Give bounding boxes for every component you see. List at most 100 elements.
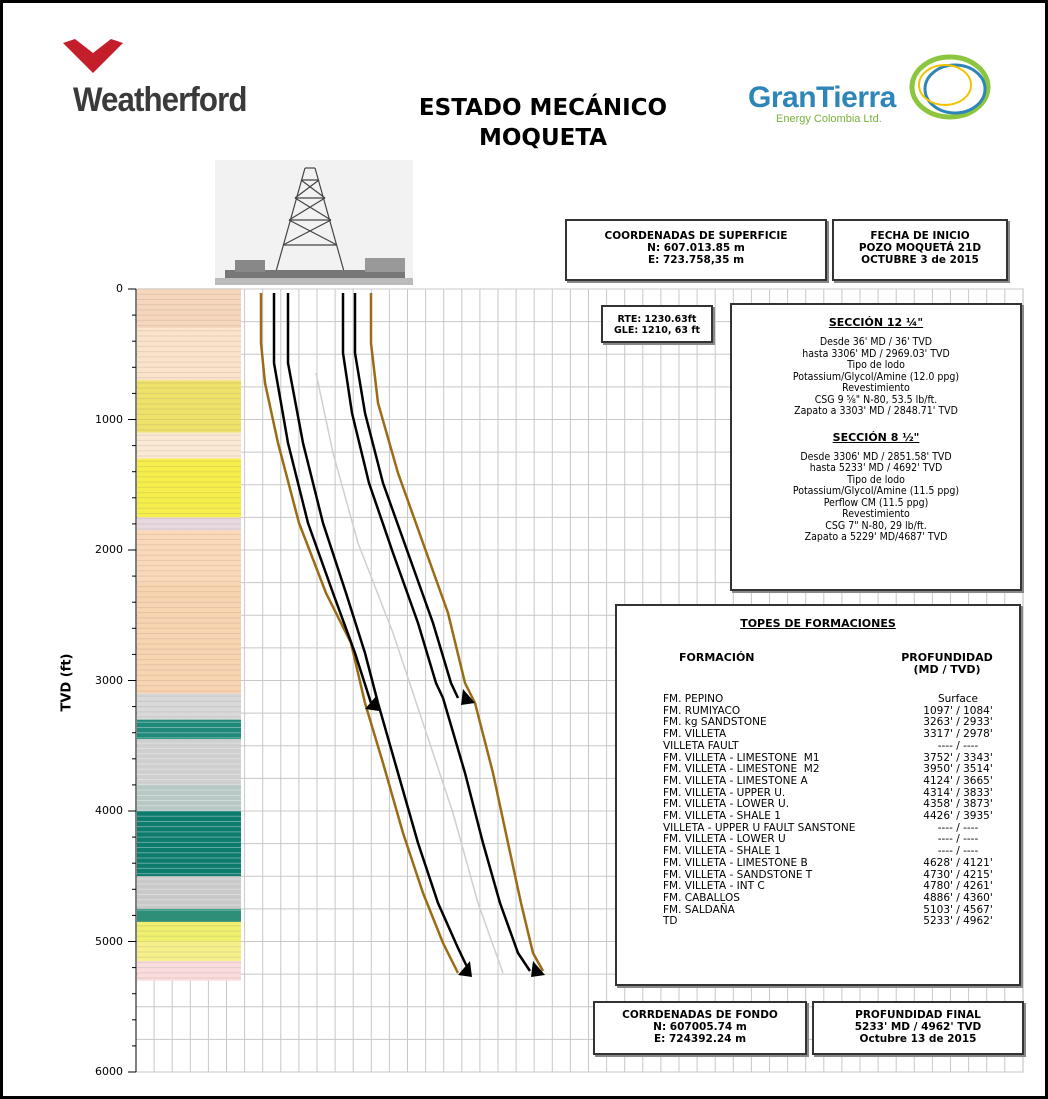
formation-name: FM. VILLETA - SHALE 1: [663, 810, 781, 823]
lithology-band: [137, 739, 241, 785]
formation-name: FM. kg SANDSTONE: [663, 716, 767, 729]
formation-row: FM. SALDAÑA 5103' / 4567': [663, 903, 1019, 917]
lithology-band: [137, 530, 241, 583]
inner-casing-left-lower: [376, 702, 471, 972]
formation-depth: ---- / ----: [937, 821, 979, 834]
start-date-box: FECHA DE INICIO POZO MOQUETÁ 21D OCTUBRE…: [832, 219, 1008, 281]
casing-paths: [259, 293, 545, 977]
lithology-band: [137, 941, 241, 962]
formation-row: VILLETA FAULT---- / ----: [663, 739, 1019, 753]
formation-column-header: FORMACIÓN: [679, 651, 755, 664]
lithology-band: [137, 719, 241, 740]
liner-shoe-left: [458, 961, 472, 977]
liner-shoe-right: [531, 961, 545, 977]
lithology-band: [137, 961, 241, 981]
y-tick-label: 3000: [95, 673, 123, 687]
formation-name: FM. VILLETA: [663, 728, 727, 741]
formation-name: FM. VILLETA - LOWER U.: [663, 798, 790, 811]
section-line: Zapato a 3303' MD / 2848.71' TVD: [794, 405, 958, 417]
lithology-band: [137, 289, 241, 329]
y-tick-label: 6000: [95, 1065, 123, 1078]
formation-name: FM. SALDAÑA: [663, 903, 735, 916]
section-line: Tipo de lodo: [847, 473, 905, 486]
section-line: hasta 3306' MD / 2969.03' TVD: [802, 347, 950, 360]
outer-casing-left: [259, 293, 367, 704]
formation-name: VILLETA FAULT: [663, 739, 739, 752]
formation-name: FM. VILLETA - UPPER U.: [663, 786, 786, 799]
section-line: Desde 3306' MD / 2851.58' TVD: [800, 450, 952, 463]
section-line: hasta 5233' MD / 4692' TVD: [809, 462, 943, 474]
formation-name: VILLETA - UPPER U FAULT SANSTONE: [663, 821, 856, 834]
formation-name: FM. VILLETA - INT C: [663, 880, 765, 893]
lithology-band: [137, 458, 241, 518]
y-axis-label: TVD (ft): [59, 653, 75, 712]
final-depth-box: PROFUNDIDAD FINAL 5233' MD / 4962' TVD O…: [812, 1001, 1024, 1055]
formation-row: FM. VILLETA - SHALE 1---- / ----: [663, 845, 1019, 858]
formation-depth: 5103' / 4567': [923, 903, 993, 916]
lithology-band: [137, 517, 241, 531]
formation-depth: 3317' / 2978': [923, 728, 993, 741]
formations-title: TOPES DE FORMACIONES: [740, 617, 896, 630]
section-1-title: SECCIÓN 12 ¼": [828, 316, 924, 329]
y-tick-label: 1000: [95, 412, 123, 426]
formation-depth: 4886' / 4360': [923, 891, 993, 904]
drilling-rig-icon: [215, 160, 413, 285]
formation-row: FM. VILLETA - LOWER U.4358' / 3873': [663, 799, 1019, 811]
grantierra-subtitle: Energy Colombia Ltd.: [776, 113, 882, 125]
inner-casing-right: [353, 293, 460, 699]
formation-depth: 4730' / 4215': [923, 868, 993, 881]
formation-depth: 5233' / 4962': [923, 915, 993, 928]
formation-depth: 4314' / 3833': [923, 786, 993, 799]
formation-row: FM. VILLETA 3317' / 2978': [663, 728, 1019, 741]
lithology-band: [137, 811, 241, 877]
lithology-band: [137, 582, 241, 694]
surface-coordinates-box: COORDENADAS DE SUPERFICIE N: 607.013.85 …: [565, 219, 827, 281]
y-tick-label: 0: [116, 282, 123, 295]
section-line: Perflow CM (11.5 ppg): [823, 496, 929, 509]
grantierra-logo-icon: [909, 54, 991, 120]
formation-name: FM. PEPINO: [663, 693, 724, 705]
formation-depth: 1097' / 1084': [923, 704, 993, 717]
bottom-coordinates-box: CORRDENADAS DE FONDO N: 607005.74 m E: 7…: [593, 1001, 807, 1055]
formation-depth: 4426' / 3935': [923, 810, 993, 823]
lithology-band: [137, 693, 241, 720]
formation-depth: 4124' / 3665': [923, 774, 993, 787]
outer-casing-left-lower: [363, 702, 460, 974]
formations-box: TOPES DE FORMACIONES FORMACIÓN PROFUNDID…: [615, 604, 1021, 986]
inner-casing-right-lower: [441, 697, 532, 972]
lithology-band: [137, 784, 241, 811]
section-line: CSG 9 ⅝" N-80, 53.5 lb/ft.: [814, 393, 938, 406]
liner-right: [341, 293, 445, 699]
weatherford-logo-icon: [63, 39, 123, 73]
section-line: Zapato a 5229' MD/4687' TVD: [804, 531, 948, 543]
formation-name: FM. RUMIYACO: [663, 704, 741, 717]
lithology-band: [137, 876, 241, 909]
formation-name: FM. VILLETA - LOWER U: [663, 833, 786, 846]
formation-name: FM. VILLETA - LIMESTONE M1: [663, 751, 820, 764]
y-tick-label: 5000: [95, 934, 123, 948]
formation-row: FM. RUMIYACO 1097' / 1084': [663, 704, 1019, 718]
lithology-band: [137, 921, 241, 942]
section-line: Potassium/Glycol/Amine (12.0 ppg): [792, 370, 960, 383]
y-tick-label: 4000: [95, 804, 123, 817]
weatherford-logo: Weatherford: [73, 81, 247, 119]
lithology-band: [137, 380, 241, 433]
formation-depth: Surface: [937, 693, 978, 705]
formation-row: FM. PEPINO Surface: [663, 693, 1019, 706]
page-title: ESTADO MECÁNICO MOQUETA: [418, 95, 668, 151]
section-line: CSG 7" N-80, 29 lb/ft.: [825, 519, 927, 532]
casing-shoe-left: [365, 695, 379, 711]
